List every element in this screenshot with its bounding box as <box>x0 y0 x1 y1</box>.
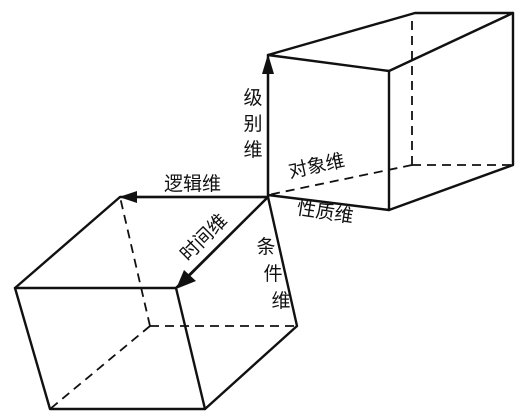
logic-arrow-head <box>119 191 137 203</box>
level-axis-label-char: 别 <box>243 113 262 135</box>
time-axis <box>185 196 269 280</box>
lower-left-cube <box>13 195 299 411</box>
condition-axis-label-char: 维 <box>271 290 290 312</box>
axes <box>119 54 274 289</box>
upper-cube-right-edges <box>387 11 515 212</box>
lower-cube-right-edges <box>203 195 299 411</box>
logic-axis-label: 逻辑维 <box>164 173 221 195</box>
upper-cube-top-edges <box>266 11 515 73</box>
lower-cube-top-edges <box>13 195 270 290</box>
condition-axis-label-char: 条 <box>256 236 275 258</box>
time-arrow-head <box>176 270 196 289</box>
time-axis-label: 时间维 <box>176 210 232 266</box>
level-axis-label-char: 级 <box>243 87 262 109</box>
upper-cube-hidden-edge <box>267 164 413 196</box>
lower-cube-hidden-edge <box>119 196 151 327</box>
level-arrow-head <box>262 54 274 74</box>
object-axis-label: 对象维 <box>286 150 346 183</box>
lower-cube-hidden-edge <box>49 325 151 410</box>
property-axis-label: 性质维 <box>295 197 355 228</box>
upper-cube-front-face <box>266 53 391 212</box>
lower-cube-front-face <box>13 286 207 411</box>
level-axis-label-char: 维 <box>243 139 262 161</box>
upper-right-cube <box>266 11 515 212</box>
condition-axis-label-char: 件 <box>263 263 282 285</box>
